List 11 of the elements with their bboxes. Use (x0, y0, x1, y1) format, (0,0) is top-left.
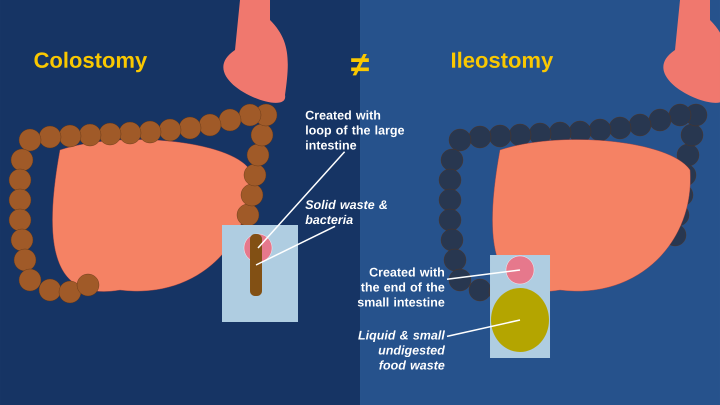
callout-text: Created with the end of the small intestine (358, 267, 444, 307)
stoma-circle (506, 256, 534, 284)
liquid-waste-blob (491, 288, 549, 352)
title-text: ≠ (351, 54, 369, 76)
callout-text: Solid waste & bacteria (305, 200, 388, 224)
leader-line (257, 151, 346, 248)
callout-text: Liquid & small undigested food waste (358, 330, 446, 370)
callout-text: Created with loop of the large intestine (306, 110, 404, 150)
leader-line (446, 319, 520, 338)
title-text: Ileostomy (452, 52, 554, 72)
title-text: Colostomy (34, 52, 148, 72)
